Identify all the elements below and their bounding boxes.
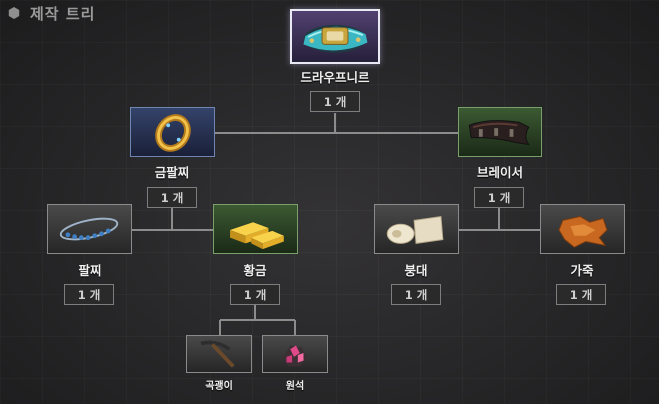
item-qty-bandage: 1 개: [391, 284, 441, 305]
item-qty-gold-bracelet: 1 개: [147, 187, 197, 208]
item-qty-draupnir: 1 개: [310, 91, 360, 112]
panel-header: 제작 트리: [0, 0, 95, 26]
item-name-bracelet: 팔찌: [78, 263, 102, 278]
item-qty-bracelet: 1 개: [64, 284, 114, 305]
item-name-ore: 원석: [285, 381, 305, 392]
item-slot-gold-bracelet[interactable]: [130, 107, 215, 157]
pickaxe-icon: [200, 340, 235, 368]
item-qty-gold: 1 개: [230, 284, 280, 305]
item-name-gold-bracelet: 금팔찌: [154, 165, 190, 180]
bandage-roll-icon: [386, 215, 444, 244]
item-name-gold: 황금: [243, 263, 267, 278]
item-slot-leather[interactable]: [540, 204, 625, 254]
ore-icon: [282, 345, 308, 367]
item-slot-pickaxe[interactable]: [186, 335, 252, 373]
gold-bar-icon: [230, 222, 284, 250]
gold-ring-icon: [155, 114, 191, 152]
item-name-pickaxe: 곡괭이: [205, 381, 233, 392]
item-slot-bracelet[interactable]: [47, 204, 132, 254]
item-qty-bracer: 1 개: [474, 187, 524, 208]
item-name-bandage: 붕대: [404, 263, 428, 278]
item-name-bracer: 브레이서: [476, 165, 523, 180]
bracer-icon: [468, 120, 530, 146]
item-slot-gold[interactable]: [213, 204, 298, 254]
item-slot-bracer[interactable]: [458, 107, 542, 157]
beaded-bracelet-icon: [59, 217, 119, 241]
item-name-leather: 가죽: [570, 263, 594, 278]
item-qty-leather: 1 개: [556, 284, 606, 305]
hexagon-icon: [8, 7, 20, 19]
item-slot-bandage[interactable]: [374, 204, 459, 254]
item-slot-draupnir[interactable]: [290, 9, 380, 64]
bracelet-icon: [303, 24, 368, 53]
item-name-draupnir: 드라우프니르: [300, 70, 370, 85]
item-slot-ore[interactable]: [262, 335, 328, 373]
panel-title: 제작 트리: [30, 4, 96, 23]
leather-icon: [558, 216, 608, 248]
